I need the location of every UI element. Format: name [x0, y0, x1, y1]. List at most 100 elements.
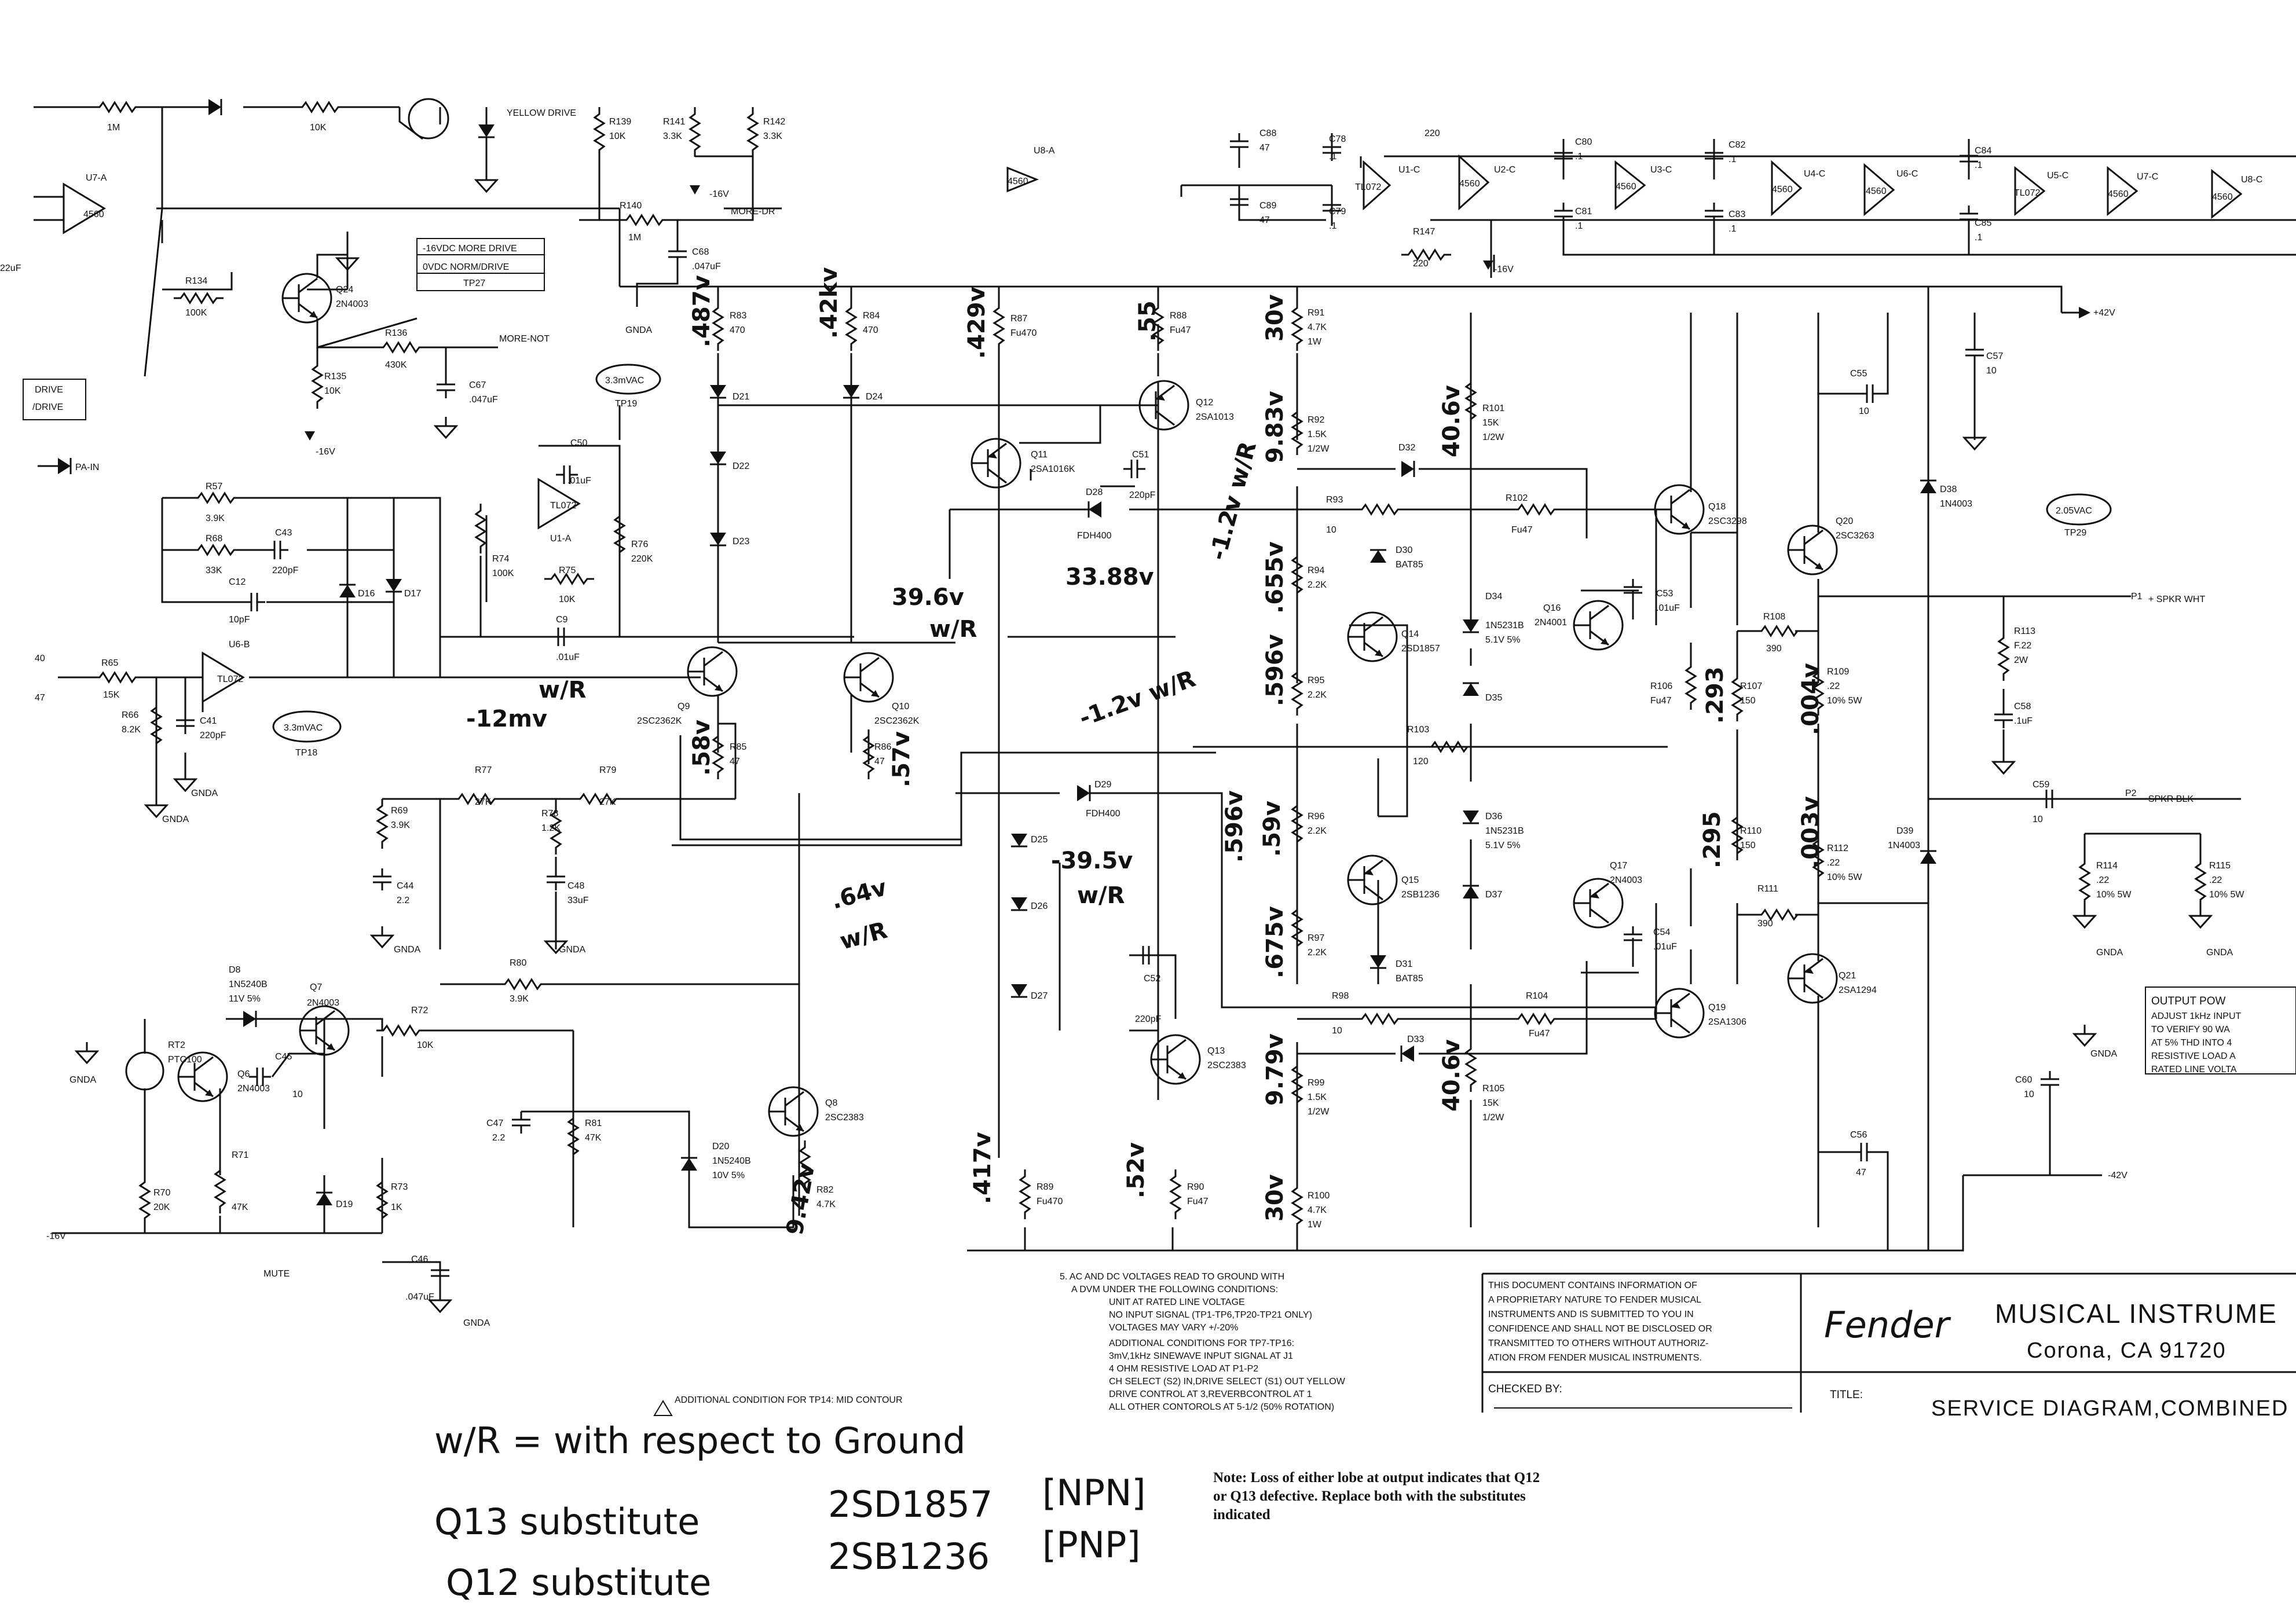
svg-text:Q16: Q16 — [1543, 603, 1561, 613]
svg-text:R90: R90 — [1187, 1182, 1204, 1192]
svg-text:10: 10 — [2024, 1090, 2034, 1099]
svg-text:4560: 4560 — [1866, 186, 1887, 196]
c66-value: 22uF — [0, 263, 21, 273]
svg-text:2SA1016K: 2SA1016K — [1031, 464, 1075, 474]
svg-text:R91: R91 — [1308, 308, 1324, 318]
svg-text:Note: Loss of either lobe at o: Note: Loss of either lobe at output indi… — [1213, 1470, 1540, 1486]
svg-text:R96: R96 — [1308, 812, 1324, 821]
svg-text:R103: R103 — [1407, 725, 1429, 735]
svg-text:D20: D20 — [712, 1142, 729, 1151]
mute-circuit: D8 1N5240B 11V 5% Q7 2N4003 R72 10K GNDA… — [46, 965, 864, 1328]
svg-text:2SA1013: 2SA1013 — [1196, 412, 1234, 422]
svg-text:.596v: .596v — [1262, 634, 1288, 706]
svg-text:w/R = with respect to Ground: w/R = with respect to Ground — [434, 1420, 965, 1462]
svg-text:GNDA: GNDA — [162, 815, 189, 824]
u6b-stage: R57 3.9K R68 33K C43 220pF C12 10pF D16 … — [35, 364, 661, 824]
svg-text:2SB1236: 2SB1236 — [828, 1535, 990, 1578]
svg-text:Q13: Q13 — [1207, 1046, 1225, 1056]
svg-text:3.9K: 3.9K — [510, 994, 529, 1004]
svg-text:R80: R80 — [510, 958, 526, 968]
svg-text:C85: C85 — [1975, 218, 1991, 228]
svg-text:30v: 30v — [1262, 1174, 1288, 1222]
svg-text:TP19: TP19 — [615, 399, 637, 409]
svg-text:R134: R134 — [185, 276, 207, 286]
svg-text:ADDITIONAL CONDITION FOR TP14:: ADDITIONAL CONDITION FOR TP14: MID CONTO… — [675, 1395, 903, 1405]
svg-text:1.5K: 1.5K — [1308, 430, 1327, 439]
svg-text:4560: 4560 — [1008, 177, 1028, 186]
svg-text:ATION FROM FENDER MUSICAL INST: ATION FROM FENDER MUSICAL INSTRUMENTS. — [1488, 1353, 1702, 1363]
svg-text:.55: .55 — [1134, 300, 1161, 342]
svg-text:430K: 430K — [385, 360, 407, 370]
svg-text:3.9K: 3.9K — [391, 820, 410, 830]
svg-text:C48: C48 — [567, 881, 584, 891]
svg-text:.429v: .429v — [964, 287, 990, 359]
svg-text:15K: 15K — [1482, 1098, 1499, 1108]
svg-text:10% 5W: 10% 5W — [1827, 696, 1862, 706]
svg-text:10K: 10K — [609, 131, 626, 141]
bias-spreader: R91 4.7K 1W R92 1.5K 1/2W D32 R93 10 D30… — [1291, 300, 1475, 1232]
svg-text:P1: P1 — [2131, 592, 2143, 602]
u7a: U7-A 4560 22uF — [0, 173, 107, 273]
svg-text:C43: C43 — [275, 528, 292, 538]
svg-text:D33: D33 — [1407, 1035, 1424, 1044]
svg-text:.1: .1 — [1975, 160, 1982, 170]
svg-text:2.05VAC: 2.05VAC — [2056, 506, 2092, 516]
svg-text:1.2K: 1.2K — [541, 823, 561, 833]
svg-text:R75: R75 — [559, 566, 576, 575]
svg-text:Fu47: Fu47 — [1187, 1197, 1209, 1206]
svg-text:D22: D22 — [733, 461, 749, 471]
svg-text:D32: D32 — [1398, 443, 1415, 453]
bias-network: R77 27K R79 27K R78 1.2K C48 33uF GNDA R… — [371, 765, 624, 1004]
svg-text:R94: R94 — [1308, 566, 1324, 575]
svg-text:RT2: RT2 — [168, 1040, 185, 1050]
svg-text:390: 390 — [1757, 919, 1773, 929]
svg-text:47: 47 — [1259, 215, 1270, 225]
svg-text:Q20: Q20 — [1836, 516, 1853, 526]
svg-text:TITLE:: TITLE: — [1830, 1389, 1863, 1401]
svg-text:Fu47: Fu47 — [1529, 1029, 1550, 1039]
svg-text:40.6v: 40.6v — [1438, 385, 1465, 457]
svg-text:3.3mVAC: 3.3mVAC — [284, 723, 323, 733]
svg-text:10: 10 — [1326, 525, 1336, 535]
svg-text:Q10: Q10 — [892, 702, 909, 712]
svg-text:R102: R102 — [1506, 493, 1528, 503]
svg-text:1N5231B: 1N5231B — [1485, 621, 1524, 630]
svg-text:10pF: 10pF — [229, 615, 250, 625]
svg-text:ALL OTHER CONTOROLS AT 5-1/2 (: ALL OTHER CONTOROLS AT 5-1/2 (50% ROTATI… — [1109, 1402, 1334, 1412]
svg-text:2N4003: 2N4003 — [1610, 875, 1642, 885]
svg-text:R79: R79 — [599, 765, 616, 775]
svg-text:1W: 1W — [1308, 337, 1322, 347]
svg-text:C68: C68 — [692, 247, 709, 257]
svg-text:2SC2383: 2SC2383 — [1207, 1061, 1246, 1070]
svg-text:.003v: .003v — [1797, 796, 1824, 868]
svg-text:MUTE: MUTE — [263, 1269, 290, 1279]
svg-text:.004v: .004v — [1797, 663, 1824, 735]
svg-text:RESISTIVE LOAD A: RESISTIVE LOAD A — [2151, 1051, 2236, 1061]
svg-text:CHECKED BY:: CHECKED BY: — [1488, 1383, 1562, 1395]
svg-text:R78: R78 — [541, 809, 558, 819]
svg-text:C46: C46 — [411, 1255, 428, 1264]
top-chain: 1M 10K YELLOW DRIVE — [91, 98, 576, 193]
svg-text:FDH400: FDH400 — [1086, 809, 1120, 819]
svg-text:40: 40 — [35, 654, 45, 663]
svg-text:A PROPRIETARY NATURE TO FENDER: A PROPRIETARY NATURE TO FENDER MUSICAL — [1488, 1295, 1701, 1305]
svg-text:Q15: Q15 — [1401, 875, 1419, 885]
svg-text:10: 10 — [1986, 366, 1997, 376]
svg-text:R83: R83 — [730, 311, 746, 321]
svg-text:D27: D27 — [1031, 991, 1048, 1001]
svg-text:GNDA: GNDA — [463, 1318, 490, 1328]
svg-text:Q7: Q7 — [310, 982, 322, 992]
svg-text:NO INPUT SIGNAL (TP1-TP6,TP20-: NO INPUT SIGNAL (TP1-TP6,TP20-TP21 ONLY) — [1109, 1310, 1312, 1320]
svg-text:R93: R93 — [1326, 495, 1343, 505]
svg-text:.22: .22 — [2096, 875, 2109, 885]
svg-text:C51: C51 — [1132, 450, 1149, 460]
svg-text:47: 47 — [35, 693, 45, 703]
svg-text:10V 5%: 10V 5% — [712, 1171, 745, 1180]
svg-text:F.22: F.22 — [2014, 641, 2031, 651]
svg-text:1W: 1W — [1308, 1220, 1322, 1230]
svg-text:2.2: 2.2 — [397, 896, 409, 905]
svg-text:2SC2362K: 2SC2362K — [874, 716, 920, 726]
svg-text:R57: R57 — [206, 482, 222, 492]
output-stage: Q18 2SC3298 Q19 2SA1306 R106 Fu47 R107 1… — [1650, 307, 2296, 1250]
svg-text:10: 10 — [292, 1090, 303, 1099]
